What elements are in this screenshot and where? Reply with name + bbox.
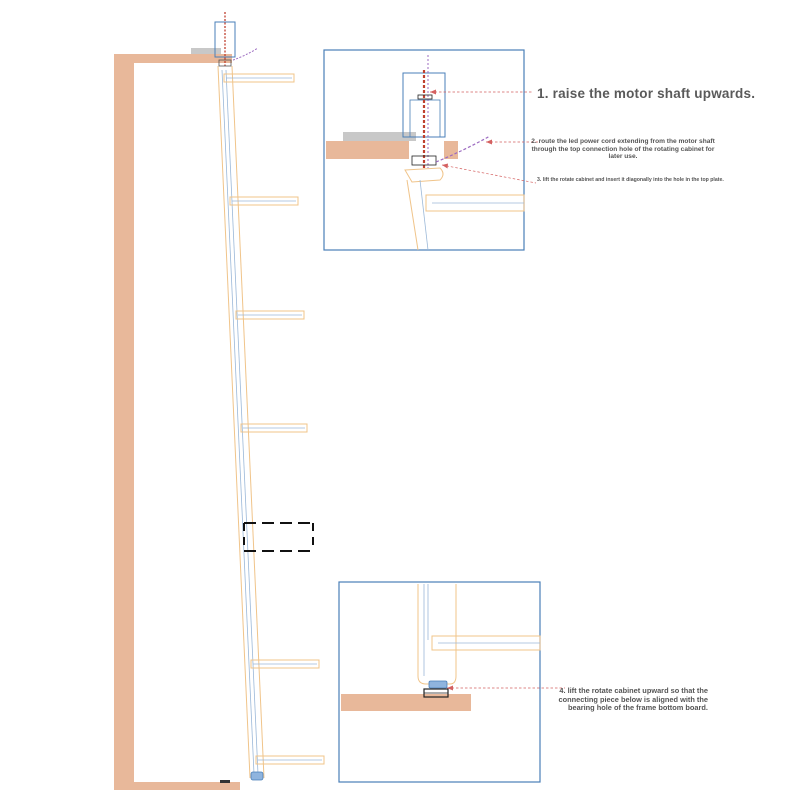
instruction-step-1: 1. raise the motor shaft upwards.: [537, 86, 755, 102]
shelf: [223, 73, 295, 83]
shelf: [250, 659, 320, 669]
step-text: lift the rotate cabinet and insert it di…: [542, 177, 724, 183]
shelf-placeholder: [243, 522, 314, 552]
step-number: 1.: [537, 86, 549, 101]
rotating-cabinet: [217, 65, 265, 783]
cabinet-outline-right: [231, 65, 265, 779]
detail-connecting-piece: [428, 680, 448, 689]
detail-cabinet-side-left: [406, 179, 419, 251]
detail-bottom-board: [341, 694, 471, 711]
step-number: 3.: [537, 177, 542, 183]
cabinet-outline-left: [217, 65, 251, 779]
arrowhead-step-4: [447, 685, 453, 691]
frame-bottom-board: [114, 782, 240, 790]
arrowhead-step-2: [486, 139, 492, 145]
detail-connector: [411, 155, 437, 166]
detail-cabinet-side-right: [419, 179, 429, 251]
cabinet-inner-line-1: [221, 69, 255, 775]
detail-board-hole: [409, 141, 444, 159]
cabinet-frame: [114, 48, 240, 790]
shelf: [235, 310, 305, 320]
detail-shaft-collar: [417, 94, 433, 100]
detail-gray-plate: [343, 132, 416, 141]
motor-assembly: [214, 12, 259, 67]
instruction-step-4: 4. lift the rotate cabinet upward so tha…: [548, 686, 708, 713]
frame-side-panel: [114, 57, 134, 790]
bottom-connector: [250, 771, 264, 781]
step-number: 4.: [559, 686, 566, 695]
step-text: route the led power cord extending from …: [531, 138, 715, 161]
shelf: [229, 196, 299, 206]
leader-lines: [430, 91, 565, 689]
shelf: [255, 755, 325, 765]
frame-top-board: [114, 54, 232, 63]
arrowhead-step-3: [442, 163, 448, 169]
bottom-bearing: [220, 780, 230, 783]
detail-cabinet-top: [404, 167, 444, 183]
top-gray-plate: [191, 48, 221, 54]
cabinet-inner-line-2: [225, 69, 259, 775]
power-cord: [232, 47, 259, 61]
motor-coupler: [218, 59, 232, 67]
instruction-step-2: 2. route the led power cord extending fr…: [528, 138, 718, 161]
instruction-step-3: 3. lift the rotate cabinet and insert it…: [537, 177, 724, 184]
leader-arrowheads: [430, 89, 492, 691]
motor-housing: [214, 21, 236, 58]
step-text: raise the motor shaft upwards.: [552, 86, 756, 101]
detail-power-cord: [435, 135, 491, 163]
detail-view-top: [323, 49, 525, 251]
leader-line-step-3: [441, 164, 537, 184]
step-number: 2.: [531, 138, 537, 145]
detail-view-bottom: [338, 581, 541, 783]
shelves: [223, 73, 325, 765]
shelf: [240, 423, 308, 433]
step-text: lift the rotate cabinet upward so that t…: [558, 686, 708, 713]
arrowhead-step-1: [430, 89, 436, 95]
